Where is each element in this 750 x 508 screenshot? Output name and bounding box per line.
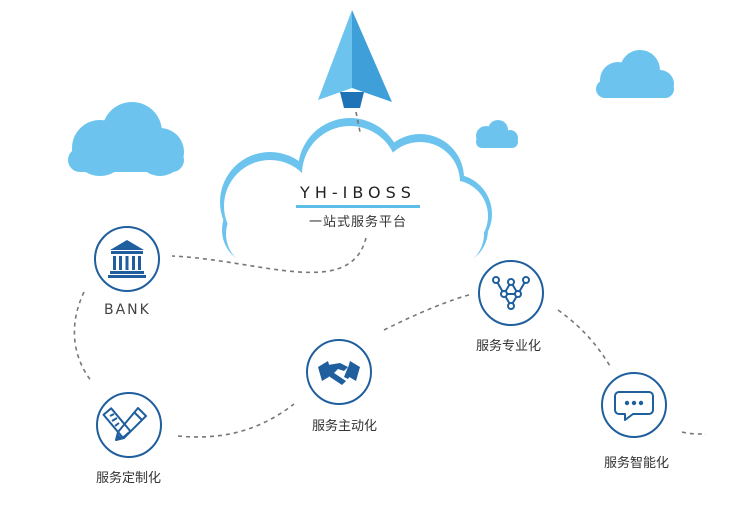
node-label-professional: 服务专业化 xyxy=(476,339,542,354)
node-intelligent xyxy=(601,372,667,438)
node-professional xyxy=(478,260,544,326)
brand-underline xyxy=(296,205,420,208)
pencil-ruler-icon xyxy=(102,407,147,441)
handshake-icon xyxy=(318,361,360,385)
node-label-proactive: 服务主动化 xyxy=(312,419,378,434)
node-label-intelligent: 服务智能化 xyxy=(604,456,670,471)
brand-title: YH-IBOSS xyxy=(300,183,416,202)
network-icon xyxy=(492,276,530,310)
node-proactive xyxy=(306,339,372,405)
chat-bubble-icon xyxy=(614,391,654,421)
cloud-center xyxy=(220,118,492,268)
cloud-left xyxy=(68,102,184,176)
bank-icon xyxy=(108,240,146,278)
brand-subtitle: 一站式服务平台 xyxy=(308,215,407,230)
node-bank xyxy=(94,226,160,292)
node-label-customized: 服务定制化 xyxy=(96,471,162,486)
cloud-right xyxy=(596,50,674,98)
node-label-bank: BANK xyxy=(104,302,151,318)
cloud-small xyxy=(476,120,518,148)
node-customized xyxy=(96,392,162,458)
dashed-connectors xyxy=(73,111,707,438)
paper-plane-icon xyxy=(318,10,392,108)
